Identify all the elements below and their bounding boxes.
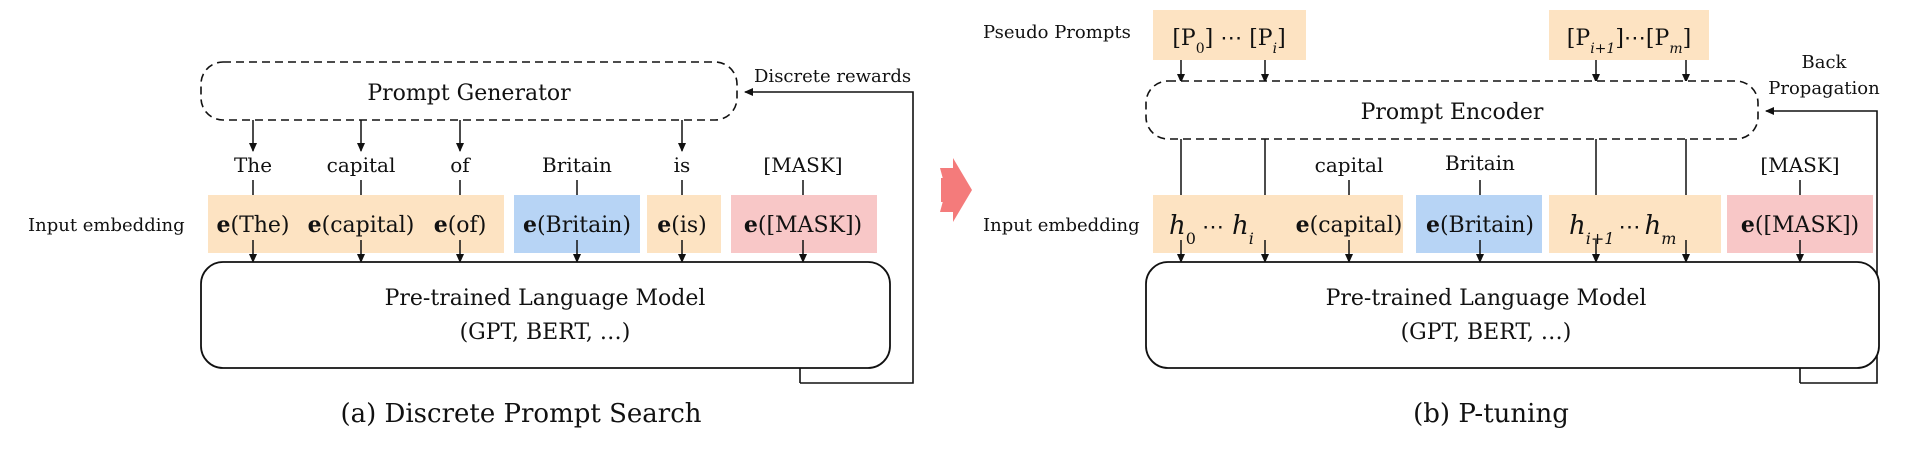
word-mask: [MASK]	[763, 153, 842, 177]
embedding-britain-right: e(Britain)	[1426, 212, 1534, 238]
embedding-box-britain-right	[1416, 195, 1542, 253]
word-the: The	[234, 153, 272, 177]
pseudo-prompts-label: Pseudo Prompts	[983, 22, 1131, 43]
input-embedding-label-right: Input embedding	[983, 215, 1140, 236]
word-britain-right: Britain	[1445, 151, 1515, 175]
language-model-title-right: Pre-trained Language Model	[1326, 286, 1647, 311]
embedding-is: e(is)	[657, 212, 707, 238]
word-of: of	[450, 153, 471, 177]
backprop-arrow	[1765, 107, 1878, 384]
encoder-hidden-arrows	[1177, 139, 1690, 206]
input-embedding-label-left: Input embedding	[28, 215, 185, 236]
word-britain: Britain	[542, 153, 612, 177]
prompt-generator-label: Prompt Generator	[367, 81, 571, 106]
pseudo-prompt-box-1	[1153, 10, 1306, 60]
language-model-title-left: Pre-trained Language Model	[385, 286, 706, 311]
pseudo-encoder-arrows	[1177, 60, 1690, 83]
embedding-capital: e(capital)	[308, 212, 415, 238]
word-is: is	[674, 153, 691, 177]
hidden-prompts-group-2: hi+1⋯hm	[1569, 211, 1676, 248]
left-panel: Prompt Generator Discrete rewards The ca…	[28, 61, 914, 429]
language-model-subtitle-left: (GPT, BERT, …)	[460, 320, 631, 345]
prompt-encoder-label: Prompt Encoder	[1361, 100, 1544, 125]
caption-left: (a) Discrete Prompt Search	[340, 399, 701, 429]
embedding-model-arrows	[249, 240, 807, 263]
right-panel: Pseudo Prompts [P0] ⋯ [Pi] [Pi+1]⋯[Pm] P…	[983, 10, 1880, 429]
word-capital: capital	[327, 153, 396, 177]
embedding-box-hi1-hm	[1549, 195, 1721, 253]
language-model-box-left	[200, 261, 891, 369]
prompt-generator-box	[200, 61, 738, 121]
embedding-model-arrows-right	[1177, 240, 1804, 263]
embedding-box-is	[647, 195, 721, 253]
prompt-encoder-box	[1145, 80, 1759, 140]
hidden-prompts-group-1: h0⋯hi	[1169, 211, 1254, 248]
embedding-box-mask	[731, 195, 877, 253]
embedding-mask-right: e([MASK])	[1741, 212, 1859, 238]
language-model-subtitle-right: (GPT, BERT, …)	[1401, 320, 1572, 345]
embedding-of: e(of)	[434, 212, 487, 238]
embedding-box-h0-hi-capital	[1153, 195, 1403, 253]
embedding-capital-right: e(capital)	[1296, 212, 1403, 238]
embedding-box-the-capital-of	[208, 195, 504, 253]
backprop-label-line2: Propagation	[1768, 78, 1880, 99]
generator-word-arrows	[249, 120, 686, 152]
caption-right: (b) P-tuning	[1413, 399, 1569, 429]
embedding-britain: e(Britain)	[523, 212, 631, 238]
embedding-mask: e([MASK])	[744, 212, 862, 238]
backprop-label-line1: Back	[1802, 52, 1848, 73]
language-model-box-right	[1145, 261, 1880, 369]
word-mask-right: [MASK]	[1760, 153, 1839, 177]
transition-arrow-body	[940, 158, 972, 222]
pseudo-prompt-box-2	[1549, 10, 1709, 60]
discrete-rewards-label: Discrete rewards	[754, 66, 911, 87]
reward-feedback-arrow	[744, 88, 914, 384]
embedding-the: e(The)	[216, 212, 289, 238]
word-capital-right: capital	[1315, 153, 1384, 177]
